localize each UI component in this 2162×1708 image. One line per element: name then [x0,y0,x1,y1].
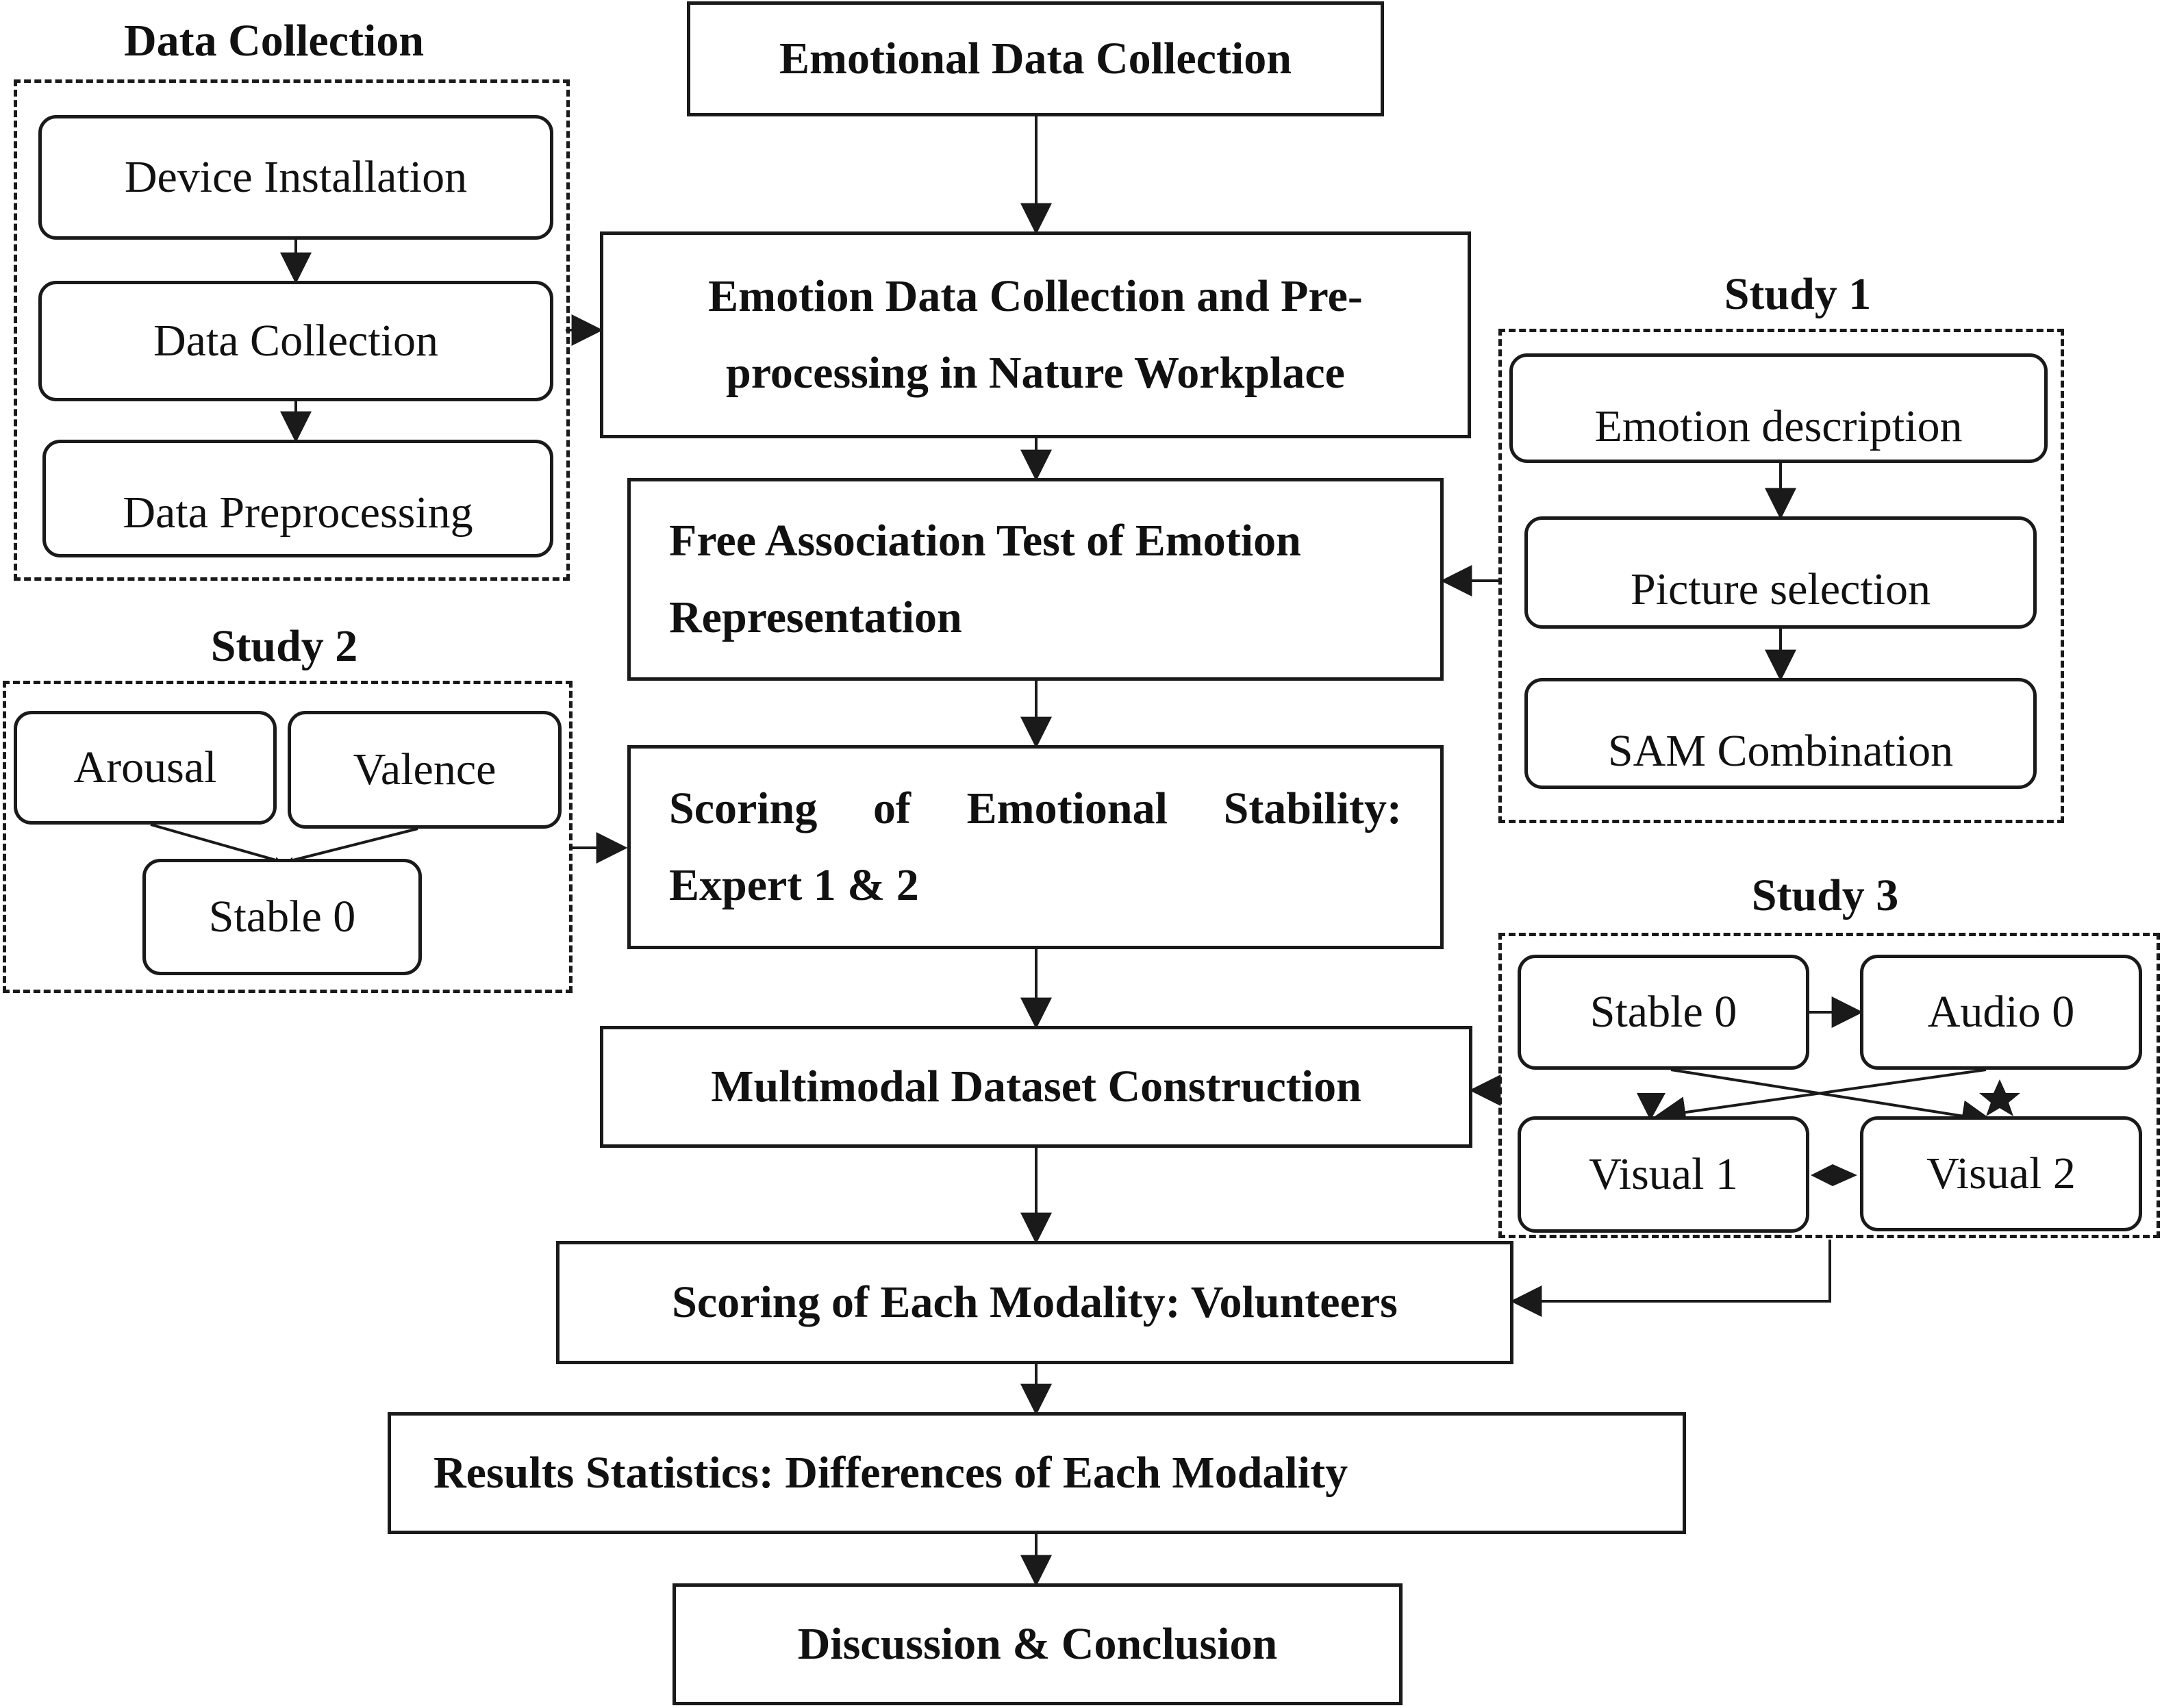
study2-group [3,681,573,993]
discussion-conclusion-label: Discussion & Conclusion [797,1618,1278,1669]
data-collection-group [14,79,570,581]
free-association-test-label: Free Association Test of Emotion Represe… [669,515,1301,642]
scoring-each-modality-box: Scoring of Each Modality: Volunteers [556,1241,1513,1364]
study3-stable-0-node: Stable 0 [1518,955,1809,1070]
arrowhead-stable-to-visual1 [1637,1093,1666,1120]
study2-group-title: Study 2 [210,621,358,671]
valence-node: Valence [288,711,562,829]
scoring-each-modality-label: Scoring of Each Modality: Volunteers [672,1277,1398,1327]
emotion-data-preprocessing-box: Emotion Data Collection and Pre-processi… [600,231,1471,438]
visual-1-node: Visual 1 [1518,1116,1809,1233]
results-statistics-label: Results Statistics: Differences of Each … [433,1447,1348,1498]
emotional-data-collection-box: Emotional Data Collection [687,1,1384,116]
study1-group [1498,329,2064,823]
visual-2-node: Visual 2 [1860,1116,2142,1231]
star-marker-audio [1979,1079,2020,1116]
scoring-emotional-stability-box: Scoring of Emotional Stability: Expert 1… [627,745,1444,949]
arousal-node: Arousal [14,711,277,825]
line-stable-to-visual2 [1670,1068,1994,1132]
arrow-study3-to-volunteers [1510,1240,1831,1317]
stable-0-node: Stable 0 [142,859,422,975]
sam-combination-step: SAM Combination [1524,678,2037,789]
scoring-emotional-stability-label: Scoring of Emotional Stability: Expert 1… [669,783,1402,910]
line-valence-to-stable [287,827,418,864]
emotion-description-step: Emotion description [1509,353,2048,463]
discussion-conclusion-box: Discussion & Conclusion [673,1583,1403,1705]
picture-selection-step: Picture selection [1524,516,2037,629]
audio-0-node: Audio 0 [1860,955,2142,1070]
diamond-marker-visual1-visual2 [1811,1164,1857,1186]
results-statistics-box: Results Statistics: Differences of Each … [388,1412,1686,1534]
data-collection-step: Data Collection [38,281,553,401]
device-installation-step: Device Installation [38,115,553,240]
emotion-data-preprocessing-label: Emotion Data Collection and Pre-processi… [708,271,1363,398]
line-arousal-to-stable [150,823,281,864]
data-collection-group-title: Data Collection [123,16,425,66]
multimodal-dataset-label: Multimodal Dataset Construction [711,1061,1361,1112]
multimodal-dataset-box: Multimodal Dataset Construction [600,1026,1472,1148]
study1-group-title: Study 1 [1724,269,1872,319]
study3-group [1498,933,2160,1238]
line-audio-to-visual1 [1654,1068,1987,1128]
emotional-data-collection-label: Emotional Data Collection [779,33,1292,84]
data-preprocessing-step: Data Preprocessing [42,440,553,557]
free-association-test-box: Free Association Test of Emotion Represe… [627,478,1444,681]
study3-group-title: Study 3 [1751,870,1899,920]
